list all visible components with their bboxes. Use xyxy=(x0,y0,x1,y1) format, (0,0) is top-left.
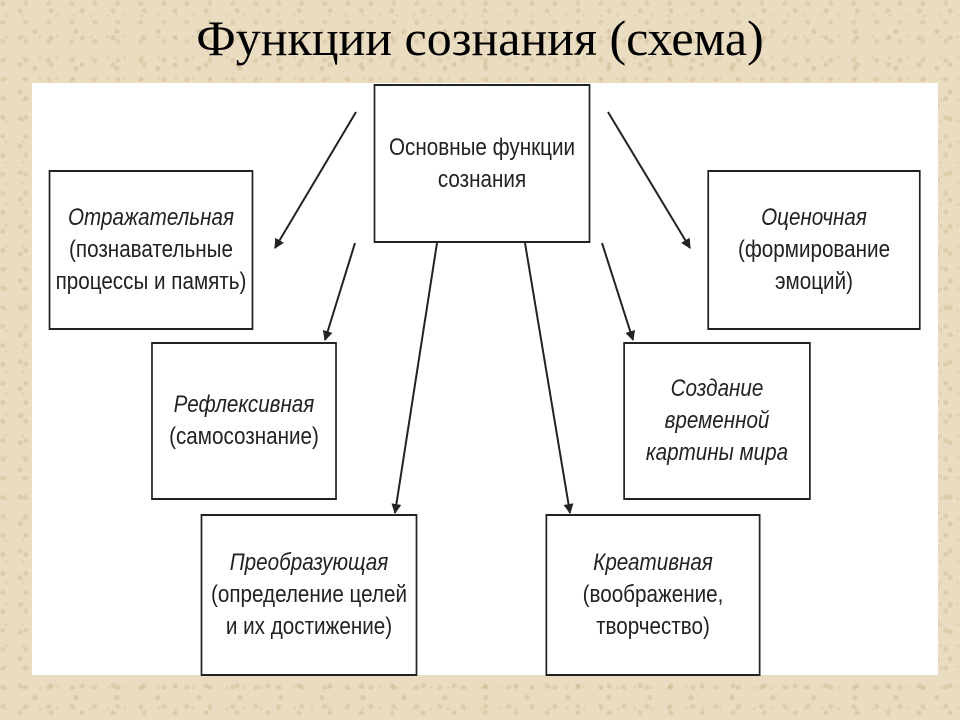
function-desc: и их достижение) xyxy=(225,613,393,640)
function-name: Отражательная xyxy=(67,204,235,231)
arrow-to-transforming-function xyxy=(391,242,438,514)
arrow-to-reflexive-function xyxy=(322,242,356,341)
function-box-creative: Креативная (воображение, творчество) xyxy=(545,514,761,676)
arrow-to-temporal-picture-function xyxy=(601,242,636,341)
function-name: Оценочная xyxy=(761,204,867,231)
slide-title: Функции сознания (схема) xyxy=(196,10,764,66)
function-box-reflective: Отражательная (познавательные процессы и… xyxy=(48,170,254,330)
function-desc: (воображение, xyxy=(582,581,724,608)
arrow-to-reflective-function xyxy=(274,111,357,249)
function-desc: (самосознание) xyxy=(169,423,319,450)
function-name: картины мира xyxy=(645,439,789,466)
function-name: Преобразующая xyxy=(229,549,389,576)
central-box-line2: сознания xyxy=(437,165,527,193)
function-desc: процессы и память) xyxy=(55,268,247,295)
function-name: временной xyxy=(664,407,770,434)
function-name: Креативная xyxy=(593,549,713,576)
function-desc: (познавательные xyxy=(69,236,233,263)
function-desc: (определение целей xyxy=(211,581,407,608)
central-box: Основные функции сознания xyxy=(373,84,591,243)
function-desc: творчество) xyxy=(596,613,710,640)
function-box-transforming: Преобразующая (определение целей и их до… xyxy=(200,514,418,676)
function-desc: эмоций) xyxy=(775,268,853,295)
function-box-evaluative: Оценочная (формирование эмоций) xyxy=(707,170,921,330)
function-desc: (формирование xyxy=(737,236,891,263)
arrow-to-creative-function xyxy=(524,242,574,514)
central-box-line1: Основные функции xyxy=(388,133,576,161)
arrow-to-evaluative-function xyxy=(607,111,691,249)
function-box-reflexive: Рефлексивная (самосознание) xyxy=(151,342,337,500)
function-name: Рефлексивная xyxy=(173,391,315,418)
function-name: Создание xyxy=(670,375,764,402)
function-box-temporal-picture: Создание временной картины мира xyxy=(623,342,811,500)
